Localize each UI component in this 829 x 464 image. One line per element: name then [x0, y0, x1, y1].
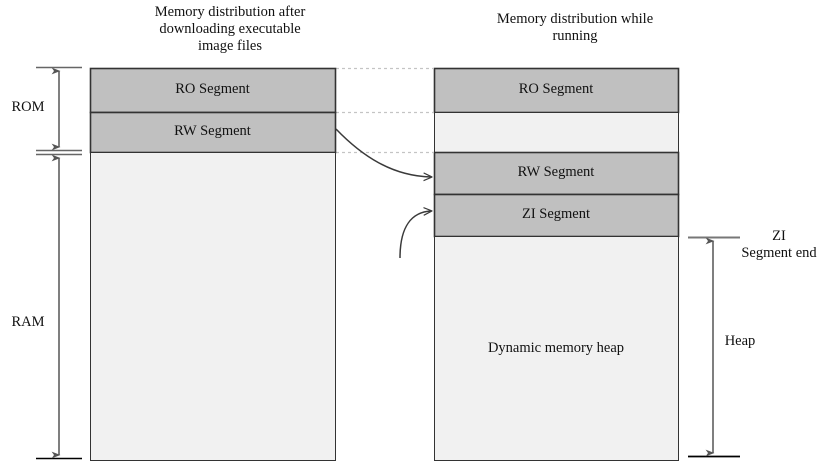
zi-relocation-arrow: [399, 211, 431, 259]
left-segment-0: [89, 67, 337, 114]
zi-segment-end-label: ZI Segment end: [741, 228, 817, 261]
right-segment-4: [434, 236, 679, 461]
ram-measure: [36, 153, 82, 460]
left-column-boxes: [89, 67, 337, 461]
left-segment-1: [89, 111, 337, 154]
rw-relocation-arrow: [335, 128, 431, 177]
right-segment-2: [433, 151, 680, 196]
caption-while-running: Memory distribution while running: [496, 11, 654, 44]
caption-after-download: Memory distribution after downloading ex…: [154, 4, 306, 54]
right-segment-3: [433, 193, 680, 238]
right-segment-0: [433, 67, 680, 114]
ram-label: RAM: [11, 314, 45, 330]
left-segment-2: [90, 152, 336, 461]
heap-measure: [688, 236, 740, 458]
rom-measure: [36, 66, 82, 152]
relocation-arrows: [335, 128, 431, 259]
rom-label: ROM: [11, 99, 45, 115]
leader-lines: [336, 67, 433, 154]
heap-label: Heap: [724, 333, 756, 349]
right-column-boxes: [433, 67, 680, 461]
right-segment-1: [434, 112, 679, 153]
